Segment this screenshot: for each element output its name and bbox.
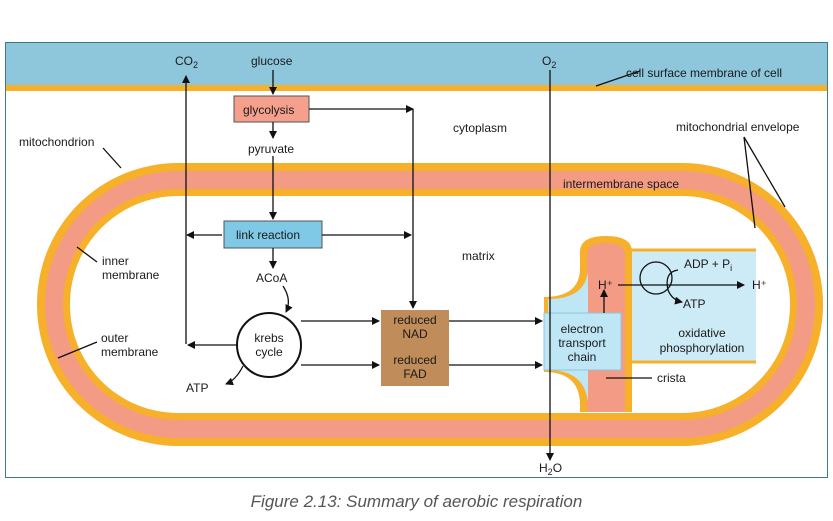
outer-membrane-label-1: outer xyxy=(101,331,128,345)
atp-synthase-circle xyxy=(639,261,673,295)
outer-membrane-pointer xyxy=(57,341,98,359)
inner-membrane-label-1: inner xyxy=(102,254,129,268)
diagram-frame xyxy=(5,42,828,478)
reduced-box xyxy=(381,310,449,386)
cell-membrane-edge xyxy=(6,85,827,91)
cell-membrane-band xyxy=(6,43,827,85)
glycolysis-box xyxy=(233,95,310,123)
intermembrane-space-label: intermembrane space xyxy=(563,177,679,191)
glucose-label: glucose xyxy=(251,54,293,68)
link-reaction-box xyxy=(223,220,323,249)
atp-krebs-label: ATP xyxy=(186,381,208,395)
inner-membrane-label-2: membrane xyxy=(102,268,160,282)
cell-membrane-pointer xyxy=(595,70,641,87)
oxidative-area xyxy=(630,250,756,362)
crista-label: crista xyxy=(657,371,686,385)
arrow-acoa-krebs xyxy=(282,285,293,313)
o2-label: O2 xyxy=(542,54,556,70)
mitochondrion-pointer xyxy=(102,147,122,169)
matrix-label: matrix xyxy=(462,249,495,263)
mitochondrial-envelope-label: mitochondrial envelope xyxy=(676,120,800,134)
h-plus-left-label: H⁺ xyxy=(598,278,613,292)
krebs-label-1: krebs xyxy=(254,331,283,345)
link-reaction-label: link reaction xyxy=(236,228,300,242)
h-plus-right-label: H⁺ xyxy=(752,278,767,292)
acoa-label: ACoA xyxy=(256,271,287,285)
adp-pi-label: ADP + Pi xyxy=(684,257,732,273)
krebs-label-2: cycle xyxy=(255,345,283,359)
oxidative-label-2: phosphorylation xyxy=(660,341,745,355)
glycolysis-label: glycolysis xyxy=(243,103,294,117)
outer-membrane-label-2: membrane xyxy=(101,345,159,359)
cell-membrane-label: cell surface membrane of cell xyxy=(626,66,782,80)
arrow-krebs-atp xyxy=(225,365,244,386)
cytoplasm-label: cytoplasm xyxy=(453,121,507,135)
reduced-fad-label-1: reduced xyxy=(393,353,436,367)
co2-label: CO2 xyxy=(175,54,198,70)
atp-oxidative-label: ATP xyxy=(683,297,705,311)
reduced-fad-label-2: FAD xyxy=(403,367,427,381)
etc-label-1: electron xyxy=(561,322,604,336)
arrow-adp-atp xyxy=(666,269,683,305)
reduced-nad-label-2: NAD xyxy=(402,327,428,341)
envelope-pointer-2 xyxy=(743,136,786,208)
envelope-pointer-1 xyxy=(743,136,756,229)
reduced-nad-label-1: reduced xyxy=(393,313,436,327)
h2o-label: H2O xyxy=(539,461,562,477)
etc-label-2: transport xyxy=(558,336,606,350)
oxidative-label-1: oxidative xyxy=(678,326,726,340)
etc-label-3: chain xyxy=(568,350,597,364)
figure-caption: Figure 2.13: Summary of aerobic respirat… xyxy=(250,492,583,511)
inner-membrane-pointer xyxy=(76,246,98,263)
mitochondrion-label: mitochondrion xyxy=(19,135,94,149)
pyruvate-label: pyruvate xyxy=(248,142,294,156)
etc-box xyxy=(543,312,622,371)
